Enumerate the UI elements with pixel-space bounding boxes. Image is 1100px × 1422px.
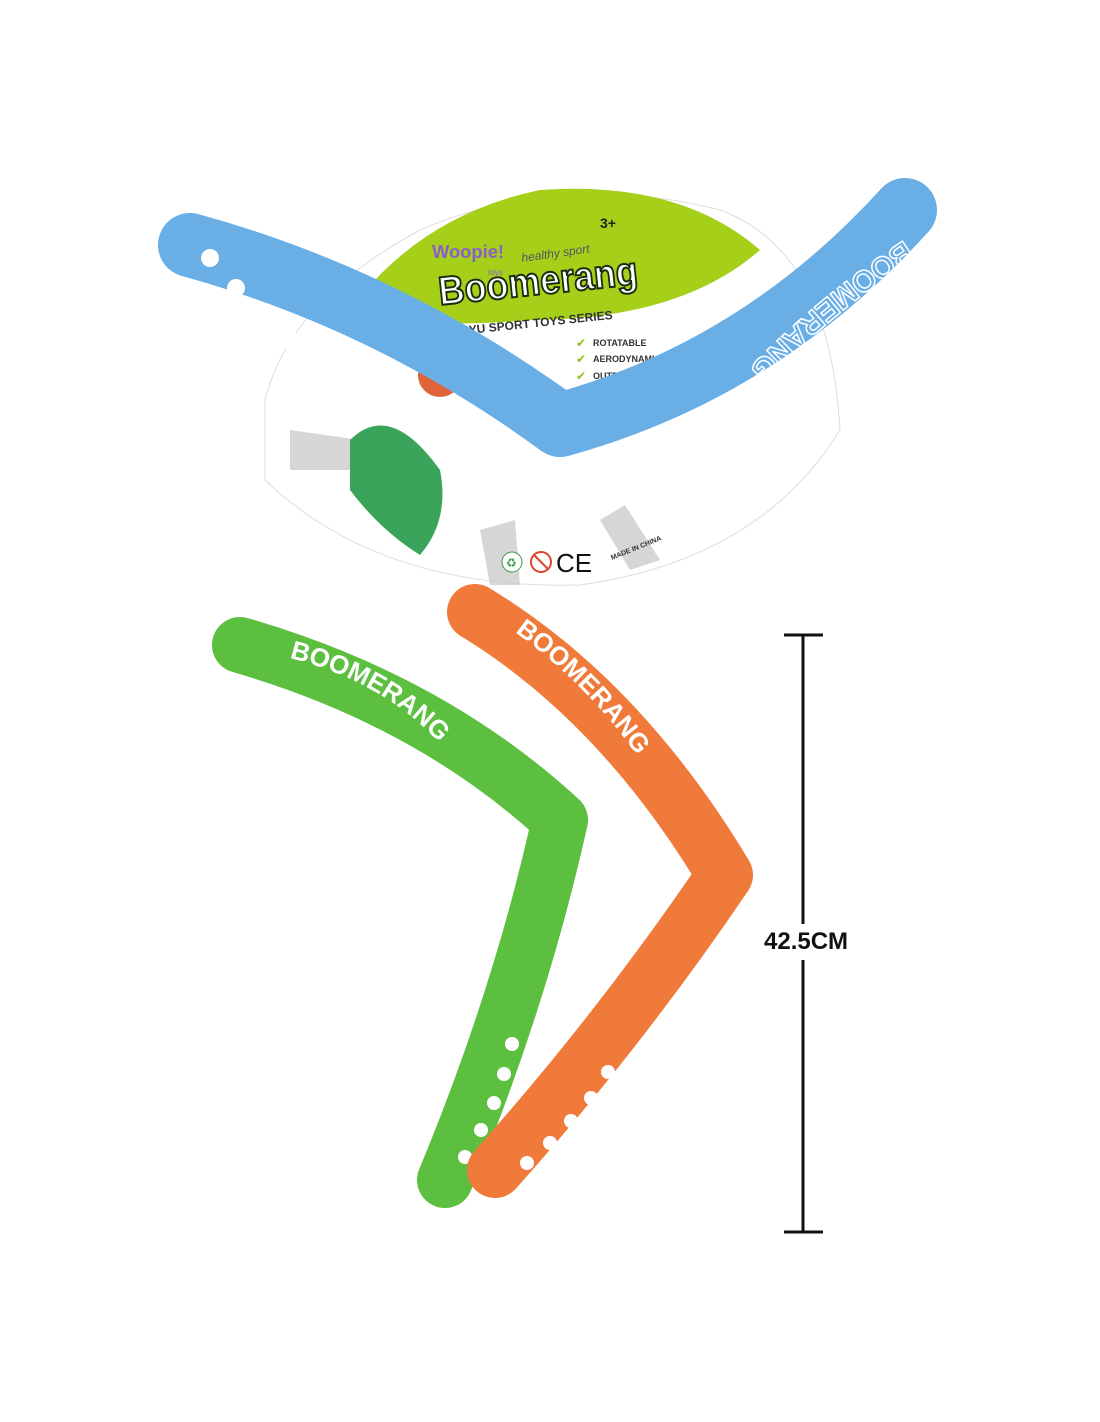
brand-sub: toys <box>488 268 503 277</box>
orange-boomerang: BOOMERANG <box>447 584 753 1198</box>
svg-text:✔: ✔ <box>576 352 586 366</box>
dimension-label: 42.5CM <box>764 924 849 960</box>
svg-text:✔: ✔ <box>576 369 586 383</box>
svg-text:♻: ♻ <box>506 556 517 570</box>
svg-text:AERODYNAMICS: AERODYNAMICS <box>593 354 667 364</box>
recycle-icon <box>501 551 523 573</box>
green-boomerang: BOOMERANG <box>212 617 588 1208</box>
svg-text:ROTATABLE: ROTATABLE <box>593 338 647 348</box>
svg-text:✔: ✔ <box>576 336 586 350</box>
brand-logo: Woopie! <box>432 242 504 262</box>
ce-mark: CE <box>556 548 592 578</box>
no-small-parts-icon <box>530 551 552 573</box>
age-badge: 3+ <box>600 215 616 231</box>
